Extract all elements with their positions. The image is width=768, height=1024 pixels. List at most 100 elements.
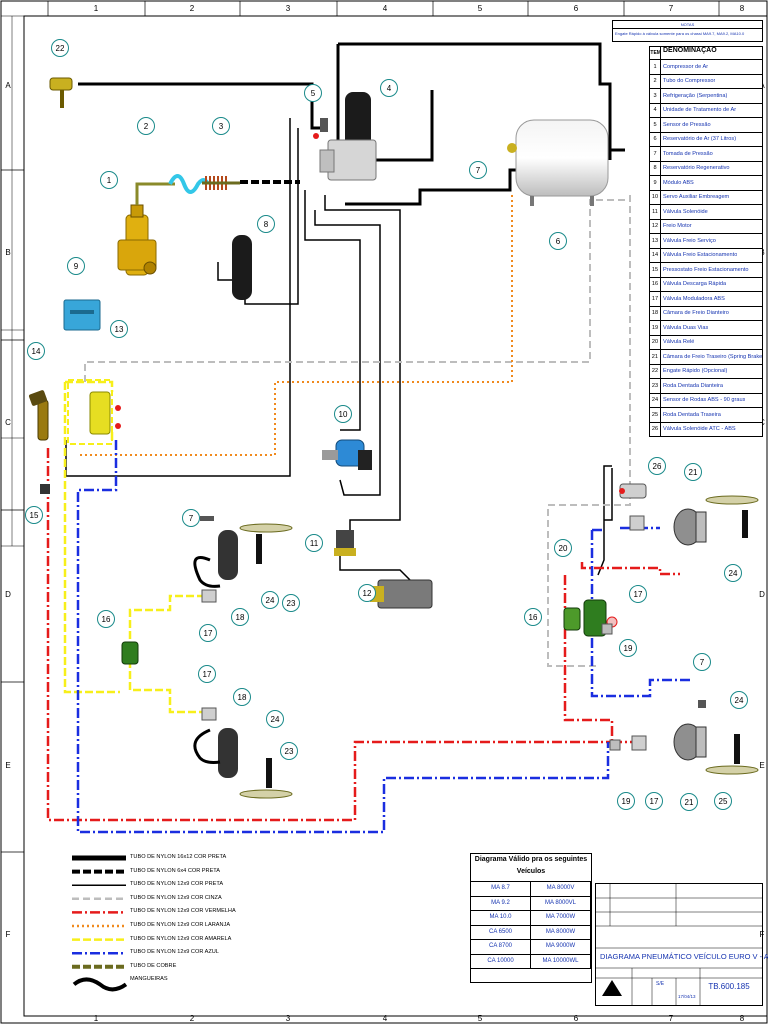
- part-number: 11: [650, 205, 661, 219]
- callout-9: 9: [67, 257, 85, 275]
- front-tone-wheel-lower: [239, 789, 293, 799]
- callout-16: 16: [524, 608, 542, 626]
- hose: [168, 174, 210, 194]
- callout-circle: [97, 610, 115, 628]
- spring-brake-rear-upper: [673, 508, 707, 546]
- callout-circle: [261, 591, 279, 609]
- valid-vehicles-title: Diagrama Válido pra os seguintes Veículo…: [471, 854, 591, 882]
- callout-18: 18: [233, 688, 251, 706]
- title-block: DIAGRAMA PNEUMÁTICO VEÍCULO EURO V - ABS…: [595, 883, 768, 1006]
- valid-vehicle-cell: MA 8000W: [531, 925, 591, 940]
- part-number: 4: [650, 103, 661, 117]
- callout-number: 4: [387, 84, 392, 93]
- callout-number: 26: [653, 462, 662, 471]
- pipe-orange: [80, 192, 513, 456]
- part-name: Câmara de Freio Traseiro (Spring Brake): [662, 353, 762, 360]
- callout-circle: [282, 594, 300, 612]
- callout-10: 10: [334, 405, 352, 423]
- header-item: ITEM: [649, 47, 661, 59]
- legend-label: TUBO DE NYLON 12x9 COR AMARELA: [130, 935, 232, 942]
- row-label: E: [759, 761, 764, 770]
- legend-label: TUBO DE NYLON 16x12 COR PRETA: [130, 854, 227, 860]
- callout-22: 22: [51, 39, 69, 57]
- legend-label: TUBO DE NYLON 12x9 COR AZUL: [130, 949, 219, 956]
- callout-21: 21: [684, 463, 702, 481]
- callout-circle: [617, 792, 635, 810]
- column-label: 7: [669, 4, 674, 13]
- column-label: 4: [383, 1014, 388, 1023]
- callout-circle: [233, 688, 251, 706]
- column-label: 8: [740, 1014, 745, 1023]
- callout-23: 23: [282, 594, 300, 612]
- callout-number: 16: [102, 615, 111, 624]
- part-number: 19: [650, 321, 661, 335]
- row-label: A: [5, 81, 11, 90]
- callout-circle: [182, 509, 200, 527]
- callout-circle: [358, 584, 376, 602]
- front-tone-wheel-upper: [239, 523, 293, 533]
- callout-number: 17: [203, 670, 212, 679]
- drawing-scale: S/E: [656, 981, 665, 987]
- part-name: Reservatório Regenerativo: [663, 165, 730, 172]
- row-label: E: [5, 761, 10, 770]
- rear-tone-wheel-lower: [705, 765, 759, 775]
- company-logo: [602, 980, 622, 996]
- quick-coupling: [49, 77, 73, 108]
- parts-table-header: ITEM DENOMINAÇÃO: [649, 47, 762, 60]
- callout-number: 17: [650, 797, 659, 806]
- callout-24: 24: [261, 591, 279, 609]
- part-name: Válvula Freio Serviço: [663, 237, 716, 244]
- callout-24: 24: [724, 564, 742, 582]
- column-label: 2: [190, 1014, 195, 1023]
- callout-circle: [469, 161, 487, 179]
- callout-circle: [51, 39, 69, 57]
- callout-circle: [554, 539, 572, 557]
- callout-circle: [212, 117, 230, 135]
- part-name: Válvula Descarga Rápida: [663, 281, 727, 288]
- callout-number: 1: [107, 176, 112, 185]
- callout-number: 24: [271, 715, 280, 724]
- valid-vehicle-cell: CA 8700: [471, 940, 531, 955]
- callout-number: 7: [700, 658, 705, 667]
- callout-number: 18: [238, 693, 247, 702]
- callout-circle: [549, 232, 567, 250]
- callout-19: 19: [617, 792, 635, 810]
- part-number: 16: [650, 277, 661, 291]
- callout-number: 23: [285, 747, 294, 756]
- callout-number: 24: [735, 696, 744, 705]
- part-name: Roda Dentada Traseira: [663, 411, 721, 418]
- callout-circle: [266, 710, 284, 728]
- drawing-title: DIAGRAMA PNEUMÁTICO VEÍCULO EURO V - ABS: [600, 952, 768, 961]
- part-name: Unidade de Tratamento de Ar: [663, 107, 737, 114]
- part-name: Módulo ABS: [663, 179, 694, 186]
- callout-circle: [684, 463, 702, 481]
- part-name: Válvula Solenóide: [663, 208, 708, 215]
- compressor: [117, 204, 157, 276]
- pressure-tap-front: [200, 516, 214, 521]
- part-number: 7: [650, 147, 661, 161]
- part-number: 22: [650, 364, 661, 378]
- part-name: Sensor de Rodas ABS - 90 graus: [663, 397, 746, 404]
- part-name: Servo Auxiliar Embreagem: [663, 194, 730, 201]
- valid-vehicle-cell: MA 8.7: [471, 882, 531, 897]
- callout-number: 15: [30, 511, 39, 520]
- callout-15: 15: [25, 506, 43, 524]
- notes-text: Engate Rápido à válvula somente para os …: [615, 31, 745, 36]
- callout-number: 21: [685, 798, 694, 807]
- notes-box: NOTAS Engate Rápido à válvula somente pa…: [612, 20, 763, 42]
- callout-number: 24: [729, 569, 738, 578]
- two-way-valve-lower: [609, 739, 621, 751]
- column-label: 6: [574, 1014, 579, 1023]
- valid-vehicles-box: Diagrama Válido pra os seguintes Veículo…: [470, 853, 592, 983]
- part-number: 14: [650, 248, 661, 262]
- callout-26: 26: [648, 457, 666, 475]
- callout-number: 25: [719, 797, 728, 806]
- callout-20: 20: [554, 539, 572, 557]
